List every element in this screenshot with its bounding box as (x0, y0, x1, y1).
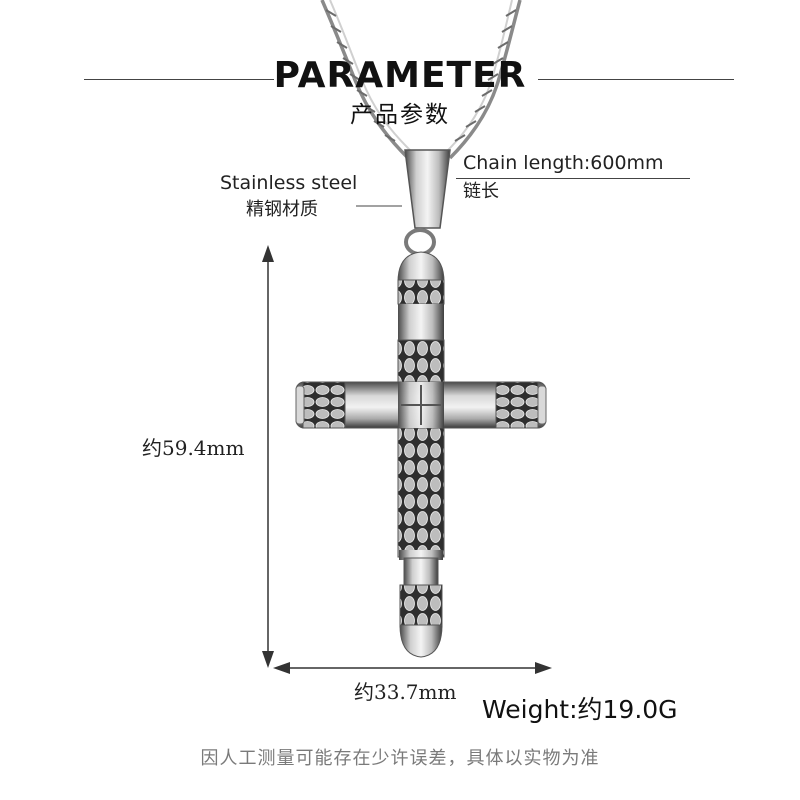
title-rule-right (538, 79, 734, 80)
chain-length-label: Chain length:600mm (463, 152, 664, 174)
weight-label: Weight:约19.0G (482, 695, 678, 724)
chain-label-rule (456, 178, 690, 179)
material-label-cn: 精钢材质 (246, 199, 318, 220)
pendant-bail (404, 149, 451, 256)
cross-pendant (295, 251, 547, 658)
chain-links (325, 9, 517, 142)
height-dimension-arrow (262, 245, 274, 668)
height-dimension-label: 约59.4mm (142, 436, 245, 460)
material-label-en: Stainless steel (220, 172, 358, 194)
page-subtitle: 产品参数 (350, 102, 450, 128)
title-rule-left (84, 79, 274, 80)
measurement-disclaimer: 因人工测量可能存在少许误差，具体以实物为准 (200, 748, 600, 769)
width-dimension-label: 约33.7mm (354, 680, 457, 704)
chain-length-label-cn: 链长 (463, 181, 499, 202)
page-title: PARAMETER (273, 55, 527, 96)
width-dimension-arrow (273, 662, 552, 674)
